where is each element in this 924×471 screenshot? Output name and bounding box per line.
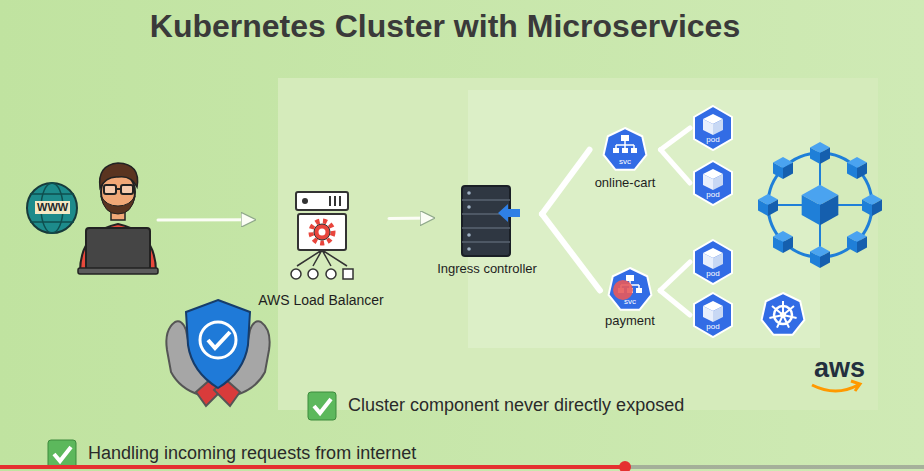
pod-node: pod	[690, 159, 736, 207]
title: Kubernetes Cluster with Microservices	[0, 8, 890, 45]
node-label: AWS Load Balancer	[258, 292, 384, 308]
pod-node: pod	[690, 238, 736, 286]
route-line	[660, 290, 690, 315]
request-arrow	[158, 218, 253, 221]
request-arrow	[389, 217, 432, 221]
node-label: online-cart	[595, 176, 656, 191]
user-figure	[78, 163, 158, 274]
pod-tag: pod	[706, 322, 719, 331]
aws-region	[278, 78, 878, 410]
route-line	[542, 214, 600, 290]
ingress-node: Ingress controller	[432, 182, 542, 282]
pod-icon	[694, 161, 732, 205]
service-tag: svc	[624, 297, 636, 306]
load-balancer-node: AWS Load Balancer	[253, 186, 389, 311]
service-node: svc online-cart	[590, 126, 661, 200]
pod-node: pod	[690, 291, 736, 339]
node-label: Ingress controller	[437, 262, 537, 277]
pod-icon	[694, 240, 732, 284]
shield-hands-icon	[166, 300, 269, 406]
route-line	[542, 150, 590, 214]
user-node: WWW	[22, 165, 158, 277]
aws-logo-text: aws	[814, 353, 865, 384]
service-icon	[604, 128, 647, 170]
node-label: payment	[605, 314, 655, 329]
note-text: Cluster component never directly exposed	[348, 395, 684, 416]
ingress-server-icon	[462, 186, 520, 256]
service-node: svc payment	[600, 266, 660, 338]
check-box	[308, 392, 336, 420]
pod-icon	[694, 106, 732, 150]
route-line	[660, 262, 690, 290]
www-label: WWW	[35, 201, 70, 214]
pod-tag: pod	[706, 269, 719, 278]
pod-tag: pod	[706, 190, 719, 199]
route-line	[661, 150, 691, 183]
pod-icon	[694, 293, 732, 337]
pod-node: pod	[690, 104, 736, 152]
check-box	[48, 440, 76, 468]
globe-icon	[27, 183, 77, 233]
cube-network-icon	[758, 142, 882, 268]
service-icon	[609, 268, 652, 310]
service-tag: svc	[619, 157, 631, 166]
kubernetes-logo	[762, 293, 805, 335]
note-text: Handling incoming requests from internet	[88, 443, 416, 464]
load-balancer-icon	[291, 192, 353, 279]
cluster-region	[468, 90, 820, 348]
route-line	[661, 128, 691, 150]
pod-tag: pod	[706, 135, 719, 144]
